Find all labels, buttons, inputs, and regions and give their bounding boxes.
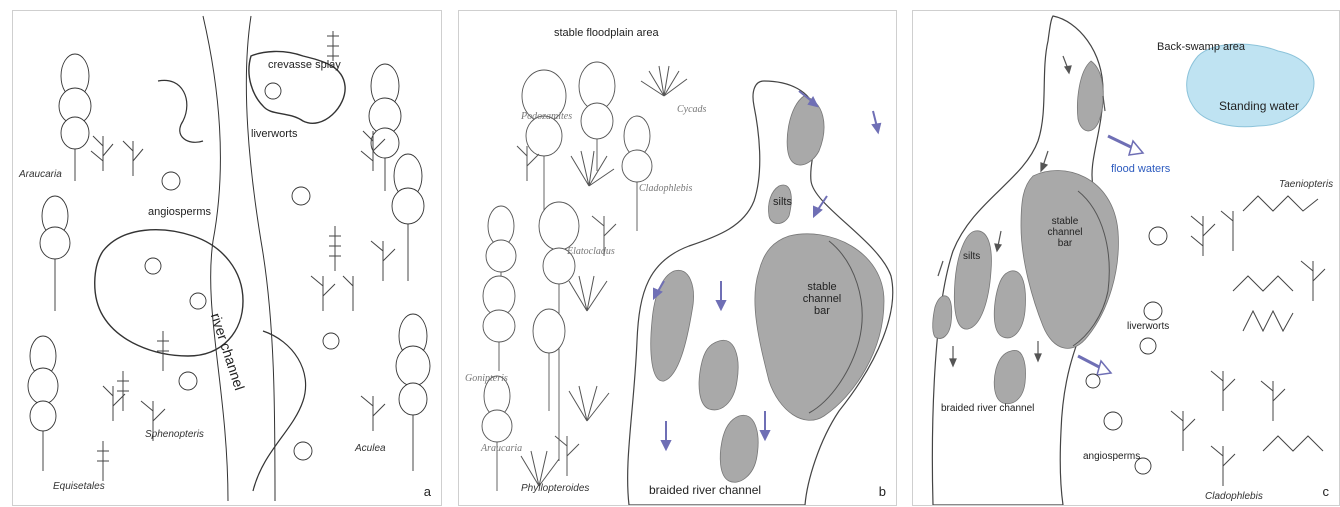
angiosperms-a [145,83,339,460]
vine-outline-top [158,80,203,142]
river-bank-left [203,16,228,501]
stable-channel-bar-c-line-2: channel [1035,227,1095,238]
ferns-a [91,131,395,441]
tree [40,196,70,311]
equisetales-label: Equisetales [53,481,105,492]
angiosperms-label-c: angiosperms [1083,451,1140,462]
stable-channel-bar-line-3: bar [792,305,852,317]
panel-b-illustration [459,11,896,505]
tree [533,309,565,411]
stable-floodplain-label: stable floodplain area [554,27,659,39]
panel-letter-c: c [1323,484,1330,499]
floodplain-trees [482,62,652,491]
tree [522,70,566,221]
liverworts-label: liverworts [251,128,297,140]
aculea-label: Aculea [355,443,386,454]
phyllopteroides-label: Phyllopteroides [521,483,589,494]
equisetales [97,31,341,481]
araucaria-label-b: Araucaria [481,443,522,454]
silts-label: silts [773,196,792,208]
stable-channel-bar-c-line-3: bar [1035,238,1095,249]
tree [579,62,615,171]
standing-water [1187,44,1314,127]
back-swamp-label: Back-swamp area [1157,41,1245,53]
tree [59,54,91,181]
braided-river-channel-label-b: braided river channel [649,483,761,497]
vegetation-c [1171,196,1325,486]
stable-channel-bar-c-line-1: stable [1035,216,1095,227]
panel-a-illustration [13,11,441,505]
tree [392,154,424,281]
panel-letter-a: a [424,484,431,499]
tree [28,336,58,471]
panel-c: Back-swamp area Standing water flood wat… [912,10,1340,506]
stable-channel-bar-label: stable channel bar [792,281,852,317]
cladophlebis-label: Cladophlebis [639,183,692,194]
cycads-label: Cycads [677,104,706,115]
silts-label-c: silts [963,251,980,262]
taeniopteris-label: Taeniopteris [1279,179,1333,190]
podozamites-label: Podozamites [521,111,572,122]
stable-channel-bar-label-c: stable channel bar [1035,216,1095,249]
flood-waters-label: flood waters [1111,163,1170,175]
vine-outline [253,331,306,491]
tree [482,376,512,491]
tree [622,116,652,231]
sphenopteris-label: Sphenopteris [145,429,204,440]
tree [483,276,515,371]
cladophlebis-label-c: Cladophlebis [1205,491,1263,502]
liverworts-label-c: liverworts [1127,321,1169,332]
panel-letter-b: b [879,484,886,499]
panel-a: crevasse splay liverworts angiosperms ri… [12,10,442,506]
araucaria-label: Araucaria [19,169,62,180]
gonipteris-label: Gonipteris [465,373,508,384]
stable-channel-bar-line-1: stable [792,281,852,293]
tree [396,314,430,471]
araucaria-trees [28,54,430,471]
angiosperms-label: angiosperms [148,206,211,218]
crevasse-splay-label: crevasse splay [268,59,341,71]
standing-water-label: Standing water [1219,99,1299,113]
braided-river-channel-label-c: braided river channel [941,403,1034,414]
elatocladus-label: Elatocladus [567,246,615,257]
stable-channel-bar-line-2: channel [792,293,852,305]
panel-b: stable floodplain area Podozamites Cycad… [458,10,897,506]
